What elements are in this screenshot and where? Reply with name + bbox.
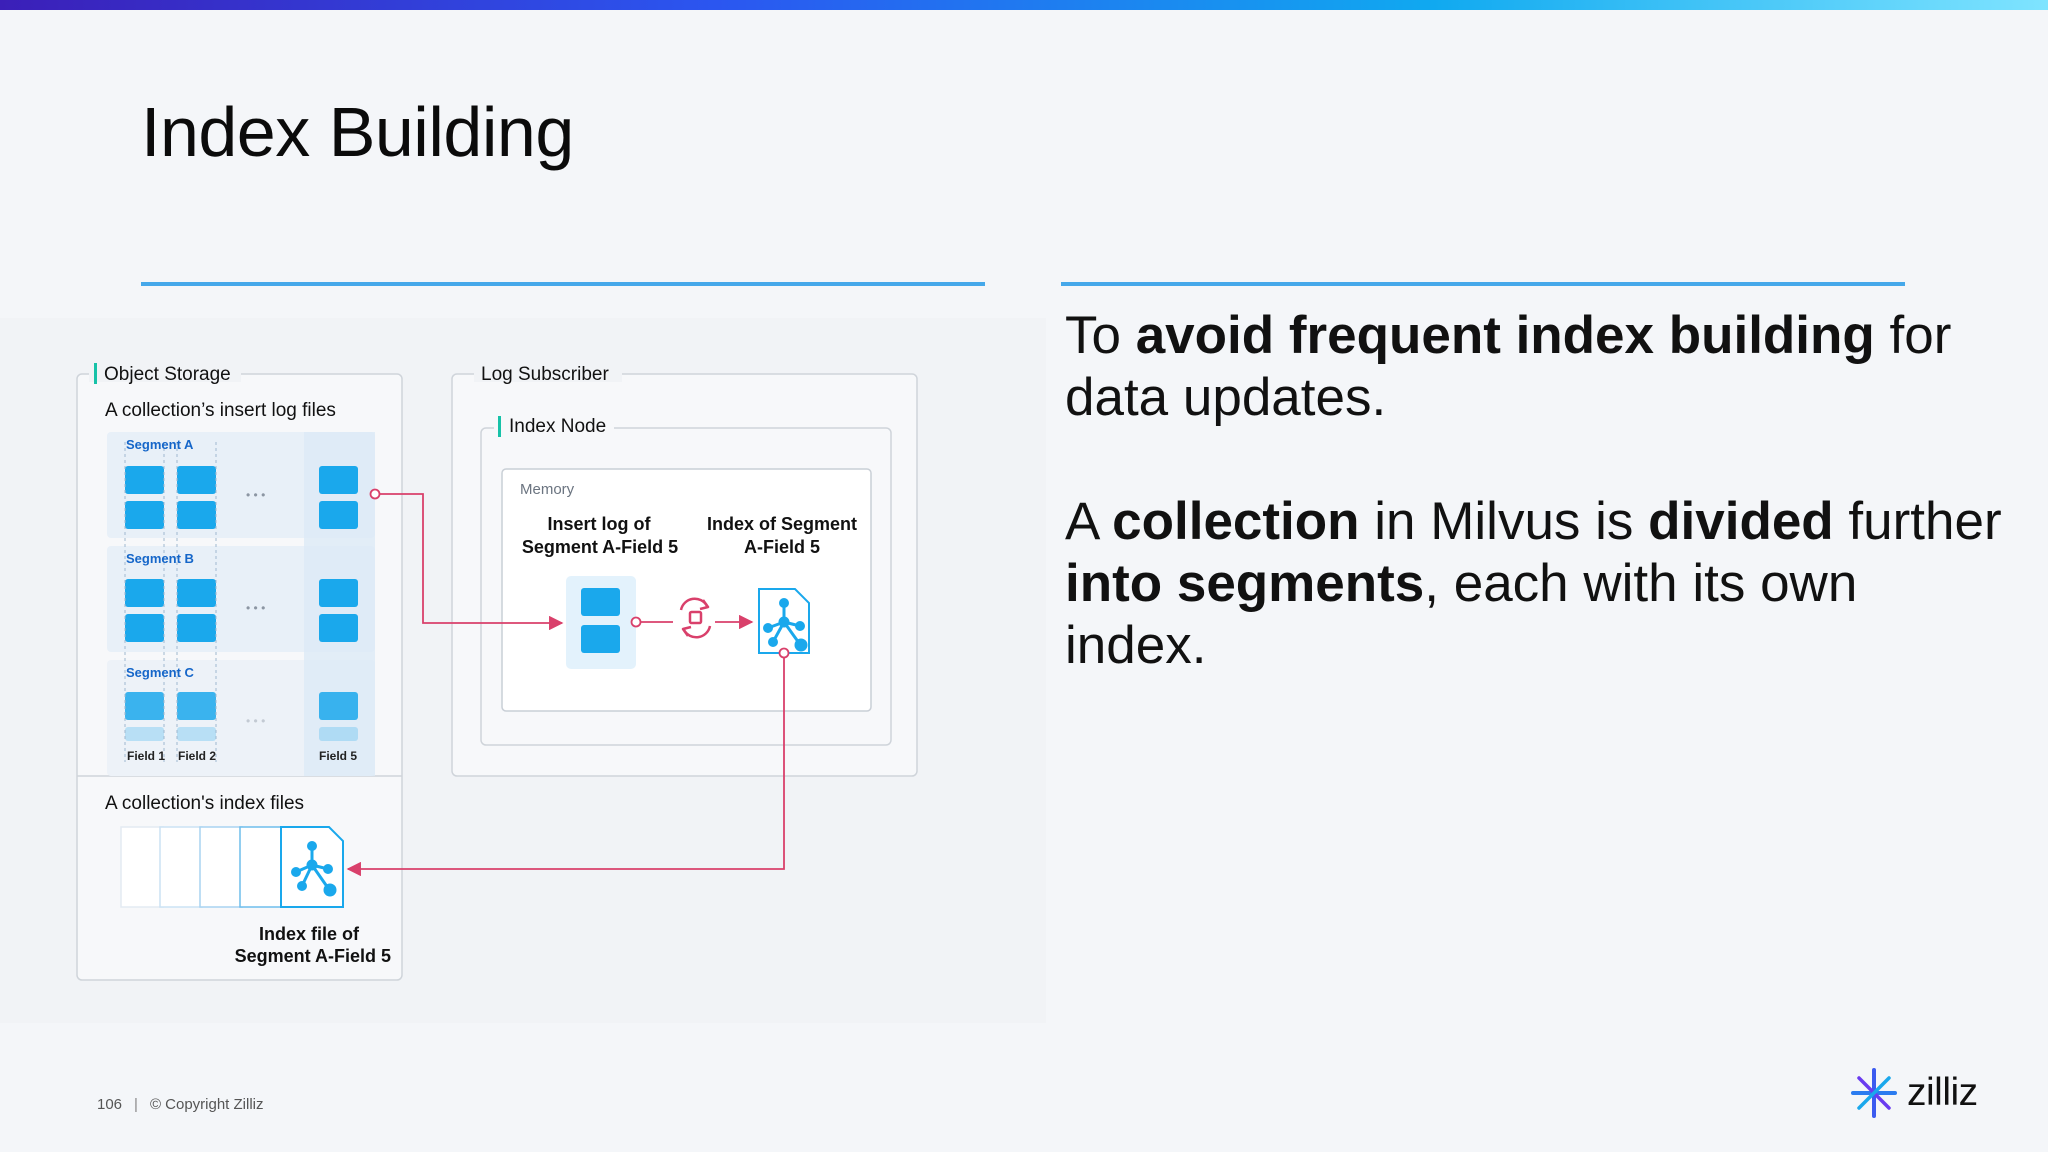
- log-subscriber-label: Log Subscriber: [481, 364, 609, 385]
- footer: 106 | © Copyright Zilliz: [97, 1096, 264, 1113]
- p1-emphasis: avoid frequent index building: [1135, 306, 1875, 365]
- p1-text-c: for data updates.: [1065, 306, 1952, 427]
- memory-label: Memory: [520, 481, 575, 498]
- flow-segment-to-index-node: [375, 493, 564, 631]
- right-divider: [1061, 282, 1905, 286]
- ellipsis-b: • • •: [246, 601, 265, 615]
- memory-insert-log-tiles: [566, 576, 636, 669]
- explanation-text: To avoid frequent index building for dat…: [1065, 305, 2005, 739]
- p1-text-a: To: [1065, 306, 1136, 365]
- footer-separator: |: [134, 1096, 138, 1113]
- object-storage-label: Object Storage: [104, 364, 231, 385]
- field-column-guides: [124, 442, 217, 762]
- page-number: 106: [97, 1096, 123, 1113]
- segment-b-tiles: [125, 579, 358, 642]
- index-file-caption-line2: Segment A-Field 5: [235, 946, 391, 966]
- zilliz-logo: zilliz: [1847, 1068, 1978, 1118]
- page-title: Index Building: [141, 93, 574, 171]
- paragraph-avoid-rebuild: To avoid frequent index building for dat…: [1065, 305, 2005, 429]
- p2-emphasis-collection: collection: [1112, 492, 1360, 551]
- insert-log-caption-line1: Insert log of: [548, 514, 652, 534]
- insert-log-files-label: A collection’s insert log files: [105, 400, 336, 421]
- field-5-label: Field 5: [319, 749, 357, 763]
- segment-c-label: Segment C: [126, 665, 195, 680]
- p2-emphasis-divided: divided: [1648, 492, 1834, 551]
- memory-box: [501, 468, 872, 712]
- index-segment-caption-line1: Index of Segment: [707, 514, 857, 534]
- segment-a-label: Segment A: [126, 437, 194, 452]
- memory-index-graph-icon: [763, 598, 808, 652]
- index-segment-caption-line2: A-Field 5: [744, 537, 820, 557]
- architecture-diagram: Object Storage A collection’s insert log…: [76, 363, 918, 981]
- segment-panels: [107, 432, 375, 776]
- p2-emphasis-segments: into segments: [1065, 554, 1425, 613]
- index-file-icon: [291, 841, 337, 897]
- ellipsis-c: • • •: [246, 714, 265, 728]
- index-files-label: A collection's index files: [105, 793, 304, 814]
- segment-a-tiles: [125, 466, 358, 529]
- build-index-icon: [679, 597, 712, 639]
- segment-b-label: Segment B: [126, 551, 194, 566]
- left-divider: [141, 282, 985, 286]
- p2-text-a: A: [1065, 492, 1113, 551]
- field-2-label: Field 2: [178, 749, 216, 763]
- p2-text-c: in Milvus is: [1359, 492, 1649, 551]
- flow-connectors: [346, 493, 785, 877]
- insert-log-caption-line2: Segment A-Field 5: [522, 537, 678, 557]
- flow-index-to-storage: [346, 653, 785, 877]
- index-file-stack: [120, 826, 344, 908]
- paragraph-segments: A collection in Milvus is divided furthe…: [1065, 491, 2005, 677]
- top-gradient-bar: [0, 0, 2048, 10]
- flow-endpoints: [369, 488, 790, 659]
- segment-c-tiles: [125, 692, 358, 741]
- index-file-caption-line1: Index file of: [259, 924, 360, 944]
- field-1-label: Field 1: [127, 749, 165, 763]
- copyright: © Copyright Zilliz: [149, 1096, 264, 1113]
- p2-text-g: , each with its own index.: [1065, 554, 1858, 675]
- index-node-label: Index Node: [509, 416, 606, 437]
- zilliz-star-icon: [1851, 1068, 1897, 1118]
- p2-text-e: further: [1833, 492, 2002, 551]
- zilliz-wordmark: zilliz: [1907, 1071, 1978, 1114]
- ellipsis-a: • • •: [246, 488, 265, 502]
